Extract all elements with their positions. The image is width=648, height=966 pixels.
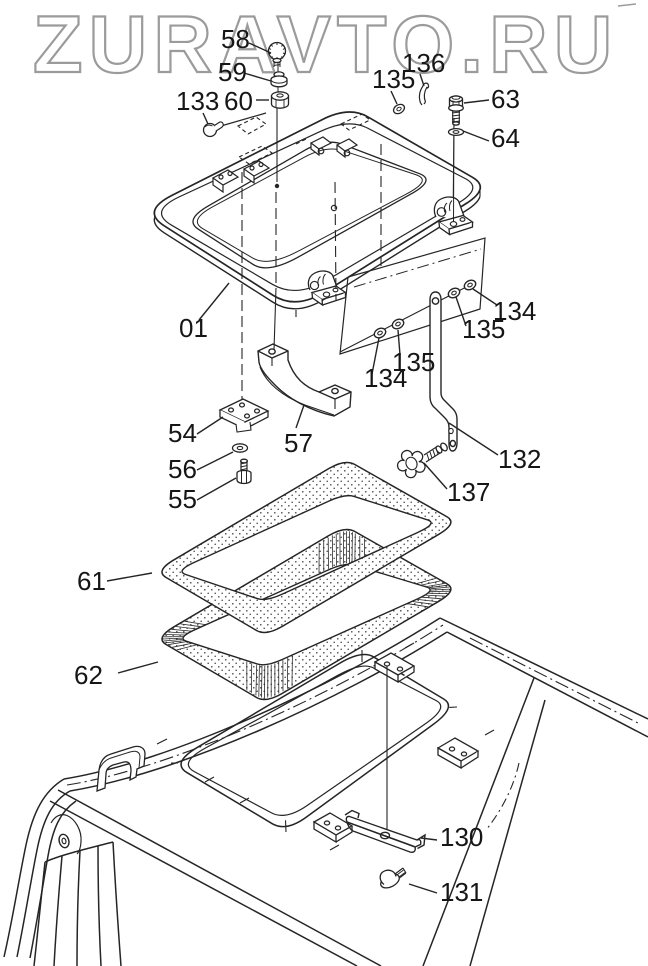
- svg-text:135: 135: [392, 347, 435, 377]
- svg-text:64: 64: [491, 123, 520, 153]
- svg-text:132: 132: [498, 444, 541, 474]
- svg-text:01: 01: [179, 313, 208, 343]
- svg-text:ZURAVTO.RU: ZURAVTO.RU: [33, 0, 619, 90]
- svg-text:134: 134: [364, 363, 407, 393]
- svg-text:60: 60: [224, 86, 253, 116]
- svg-text:133: 133: [176, 86, 219, 116]
- svg-text:63: 63: [491, 84, 520, 114]
- svg-text:131: 131: [440, 877, 483, 907]
- svg-text:55: 55: [168, 484, 197, 514]
- svg-text:56: 56: [168, 454, 197, 484]
- svg-text:134: 134: [493, 296, 536, 326]
- svg-text:135: 135: [372, 64, 415, 94]
- svg-text:62: 62: [74, 660, 103, 690]
- svg-text:137: 137: [447, 477, 490, 507]
- svg-text:58: 58: [221, 24, 250, 54]
- svg-text:135: 135: [462, 314, 505, 344]
- svg-text:59: 59: [218, 57, 247, 87]
- svg-text:130: 130: [440, 822, 483, 852]
- svg-text:57: 57: [284, 428, 313, 458]
- svg-text:136: 136: [402, 48, 445, 78]
- svg-text:54: 54: [168, 418, 197, 448]
- svg-text:61: 61: [77, 566, 106, 596]
